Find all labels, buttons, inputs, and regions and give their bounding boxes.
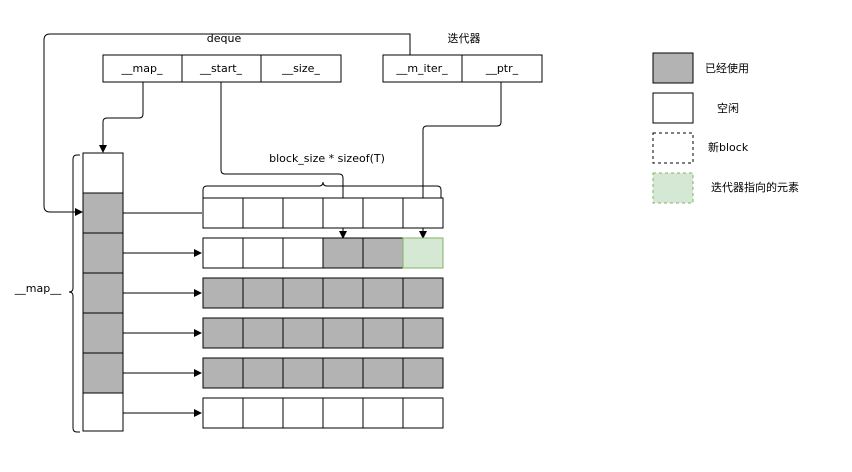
block-5-cell-1	[242, 397, 284, 429]
block-5-cell-0	[202, 397, 244, 429]
legend-swatch-new	[652, 132, 694, 164]
deque-field-size-label: __size_	[281, 62, 320, 75]
ptr-pointer	[419, 82, 502, 239]
iterator-field-ptr-label: __ptr_	[485, 62, 519, 75]
map-slot-0	[82, 152, 124, 194]
block-3-cell-1	[242, 317, 284, 349]
block-1-cell-3	[322, 237, 364, 269]
block-4-cell-2	[282, 357, 324, 389]
block-1-cell-2	[282, 237, 324, 269]
block-0-cell-3	[322, 197, 364, 229]
start-pointer	[220, 82, 347, 239]
iterator-field-ptr	[461, 54, 543, 83]
map-slot-4	[82, 312, 124, 354]
block-0-cell-4	[362, 197, 404, 229]
block-2-cell-5	[402, 277, 444, 309]
legend: 已经使用 空闲 新block 迭代器指向的元素	[652, 52, 799, 204]
block-3-cell-5	[402, 317, 444, 349]
legend-swatch-free	[652, 92, 694, 124]
deque-struct: deque __map_ __start_ __size_	[102, 32, 342, 83]
block-4-cell-4	[362, 357, 404, 389]
iterator-field-m-iter-label: __m_iter_	[395, 62, 448, 75]
legend-label-new: 新block	[708, 140, 749, 154]
deque-field-start	[181, 54, 262, 83]
map-slot-5	[82, 352, 124, 394]
iterator-title: 迭代器	[448, 32, 481, 45]
map-label: __map__	[14, 282, 62, 295]
block-5-cell-3	[322, 397, 364, 429]
legend-label-iter: 迭代器指向的元素	[711, 180, 799, 194]
legend-label-free: 空闲	[717, 101, 739, 115]
block-2-cell-2	[282, 277, 324, 309]
block-3-cell-4	[362, 317, 404, 349]
block-3-cell-2	[282, 317, 324, 349]
block-1-cell-1	[242, 237, 284, 269]
map-brace	[68, 154, 80, 433]
block-2-cell-0	[202, 277, 244, 309]
block-3-cell-3	[322, 317, 364, 349]
block-5-cell-2	[282, 397, 324, 429]
block-5-cell-5	[402, 397, 444, 429]
iterator-field-m-iter	[382, 54, 463, 83]
connector-lines	[43, 33, 502, 433]
block-0-cell-2	[282, 197, 324, 229]
map-slot-2	[82, 232, 124, 274]
deque-field-map	[102, 54, 183, 83]
block-4-cell-0	[202, 357, 244, 389]
map-pointer	[99, 82, 144, 153]
legend-label-used: 已经使用	[705, 62, 749, 75]
legend-swatch-used	[652, 52, 694, 84]
legend-swatch-iter	[652, 172, 694, 204]
block-0-cell-0	[202, 197, 244, 229]
block-grid	[202, 197, 444, 429]
deque-field-map-label: __map_	[121, 62, 163, 75]
block-0-cell-5	[402, 197, 444, 229]
map-slot-3	[82, 272, 124, 314]
block-1-cell-4	[362, 237, 404, 269]
block-4-cell-1	[242, 357, 284, 389]
block-1-cell-5	[402, 237, 444, 269]
iterator-struct: 迭代器 __m_iter_ __ptr_	[382, 32, 543, 83]
deque-field-size	[260, 54, 342, 83]
block-size-label: block_size * sizeof(T)	[269, 152, 385, 165]
map-slot-6	[82, 392, 124, 432]
block-2-cell-1	[242, 277, 284, 309]
block-0-cell-1	[242, 197, 284, 229]
block-3-cell-0	[202, 317, 244, 349]
block-4-cell-3	[322, 357, 364, 389]
block-5-cell-4	[362, 397, 404, 429]
block-1-cell-0	[202, 237, 244, 269]
deque-field-start-label: __start_	[199, 62, 243, 75]
block-2-cell-4	[362, 277, 404, 309]
map-array	[82, 152, 124, 432]
m-iter-pointer	[43, 33, 411, 216]
map-slot-1	[82, 192, 124, 234]
block-4-cell-5	[402, 357, 444, 389]
block-size-brace	[202, 181, 442, 198]
block-2-cell-3	[322, 277, 364, 309]
deque-title: deque	[207, 32, 242, 45]
